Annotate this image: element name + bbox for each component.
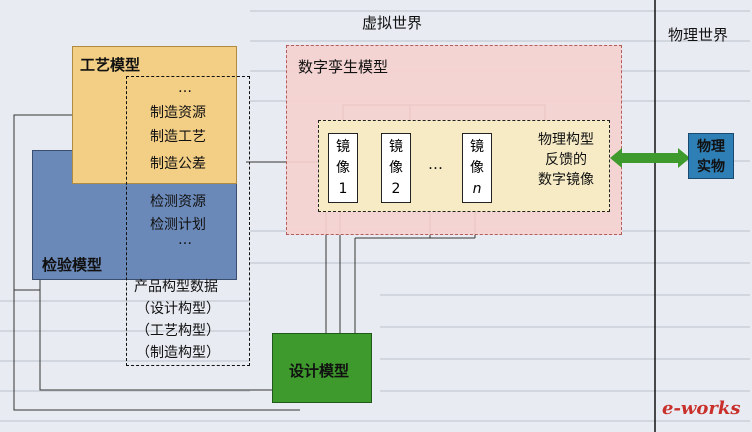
product-data-item-manufacturing-resources: 制造资源 — [150, 105, 206, 121]
mirror-1-char2: 像 — [336, 160, 350, 176]
virtual-world-label: 虚拟世界 — [362, 14, 423, 32]
product-data-title: 产品构型数据 — [134, 279, 218, 295]
product-data-design-config: （设计构型） — [136, 301, 220, 317]
physical-world-label: 物理世界 — [668, 26, 729, 44]
inspection-model-title: 检验模型 — [42, 256, 103, 274]
product-config-data-box — [126, 76, 250, 366]
product-data-item-inspection-resources: 检测资源 — [150, 194, 206, 210]
product-data-ellipsis-bottom: … — [178, 232, 192, 248]
feedback-line-3: 数字镜像 — [538, 172, 594, 188]
e-works-watermark-logo: e-works — [662, 398, 741, 419]
design-model-title: 设计模型 — [289, 362, 350, 380]
physical-object-box: 物理 实物 — [688, 133, 734, 179]
process-model-box — [72, 46, 237, 184]
mirror-ellipsis: … — [428, 155, 443, 173]
product-data-manufacturing-config: （制造构型） — [136, 345, 220, 361]
feedback-line-1: 物理构型 — [538, 132, 594, 148]
bidirectional-arrow-icon — [610, 148, 690, 168]
mirror-1-index: 1 — [338, 181, 348, 197]
process-model-title: 工艺模型 — [80, 56, 141, 74]
mirror-2: 镜 像 2 — [381, 133, 411, 203]
mirror-2-char2: 像 — [389, 160, 403, 176]
mirror-n-index: n — [472, 181, 482, 197]
product-data-ellipsis-top: … — [178, 80, 192, 96]
mirror-1-char1: 镜 — [336, 139, 350, 155]
mirror-n-char1: 镜 — [470, 139, 484, 155]
digital-twin-title: 数字孪生模型 — [298, 58, 389, 76]
physical-object-line2: 实物 — [697, 159, 725, 175]
design-model-box — [272, 333, 372, 403]
feedback-mirror-text: 物理构型 反馈的 数字镜像 — [524, 130, 608, 190]
feedback-line-2: 反馈的 — [545, 152, 587, 168]
mirror-n-char2: 像 — [470, 160, 484, 176]
product-data-item-manufacturing-tolerance: 制造公差 — [150, 156, 206, 172]
mirror-2-index: 2 — [391, 181, 401, 197]
physical-object-line1: 物理 — [697, 139, 725, 155]
mirror-n: 镜 像 n — [462, 133, 492, 203]
product-data-item-inspection-plan: 检测计划 — [150, 217, 206, 233]
product-data-process-config: （工艺构型） — [136, 323, 220, 339]
product-data-item-manufacturing-process: 制造工艺 — [150, 129, 206, 145]
mirror-1: 镜 像 1 — [328, 133, 358, 203]
mirror-2-char1: 镜 — [389, 139, 403, 155]
